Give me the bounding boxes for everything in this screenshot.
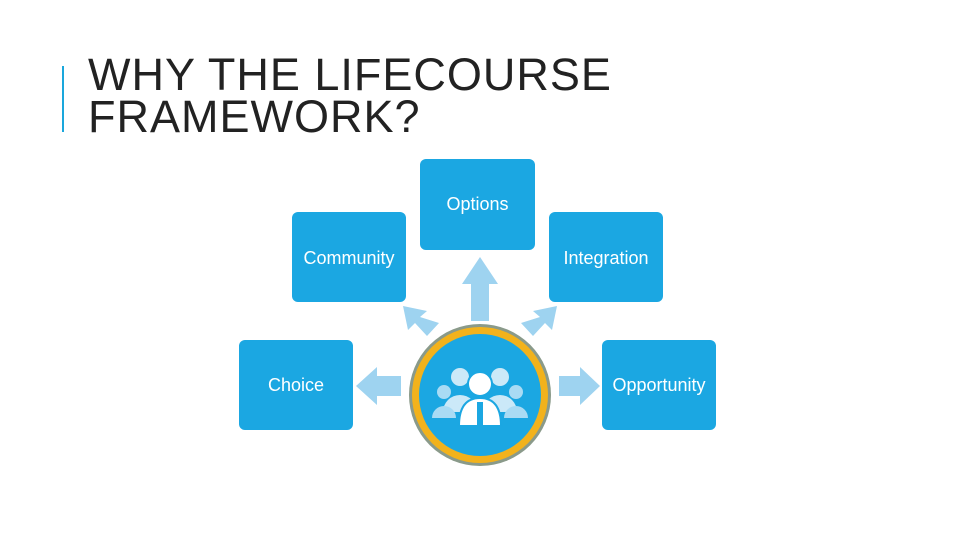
- slide-title-line-2: FRAMEWORK?: [88, 91, 421, 142]
- title-accent-bar: [62, 66, 64, 132]
- node-choice[interactable]: Choice: [239, 340, 353, 430]
- node-opportunity-label: Opportunity: [612, 375, 706, 395]
- arrow-up: [462, 257, 498, 321]
- node-integration[interactable]: Integration: [549, 212, 663, 302]
- people-group-icon: [432, 368, 528, 427]
- node-options-label: Options: [446, 193, 509, 214]
- arrow-up-right: [521, 306, 557, 336]
- node-community[interactable]: Community: [292, 212, 406, 302]
- slide-title-line-1: WHY THE LIFECOURSE: [88, 49, 612, 100]
- arrow-right: [559, 367, 600, 405]
- node-integration-label: Integration: [563, 248, 649, 268]
- slide-title: WHY THE LIFECOURSE FRAMEWORK?: [88, 49, 612, 142]
- node-community-label: Community: [303, 248, 395, 268]
- node-opportunity[interactable]: Opportunity: [602, 340, 716, 430]
- node-choice-label: Choice: [267, 374, 325, 395]
- arrow-left: [356, 367, 401, 405]
- arrow-up-left: [403, 306, 439, 336]
- node-options[interactable]: Options: [420, 159, 535, 250]
